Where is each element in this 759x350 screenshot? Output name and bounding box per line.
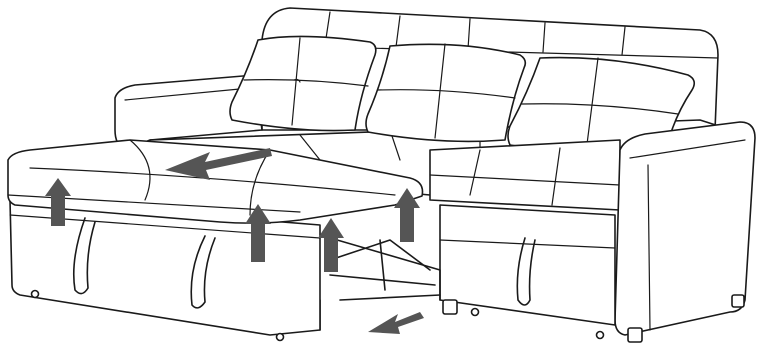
pillow-middle [365, 43, 527, 143]
pillow-left [229, 35, 377, 132]
feet [30, 289, 745, 343]
right-base [439, 204, 616, 326]
right-seat-cushions [429, 139, 621, 211]
right-armrest [614, 121, 756, 336]
left-armrest [114, 74, 263, 151]
lift-arrow-3 [318, 218, 344, 272]
lift-arrow-2 [245, 204, 271, 262]
push-base-arrow [368, 312, 424, 334]
lift-arrow-4 [394, 188, 420, 242]
pullout-frame [319, 234, 441, 331]
arrows [45, 148, 424, 334]
lift-arrow-1 [45, 178, 71, 226]
pull-seat-arrow [165, 148, 272, 180]
